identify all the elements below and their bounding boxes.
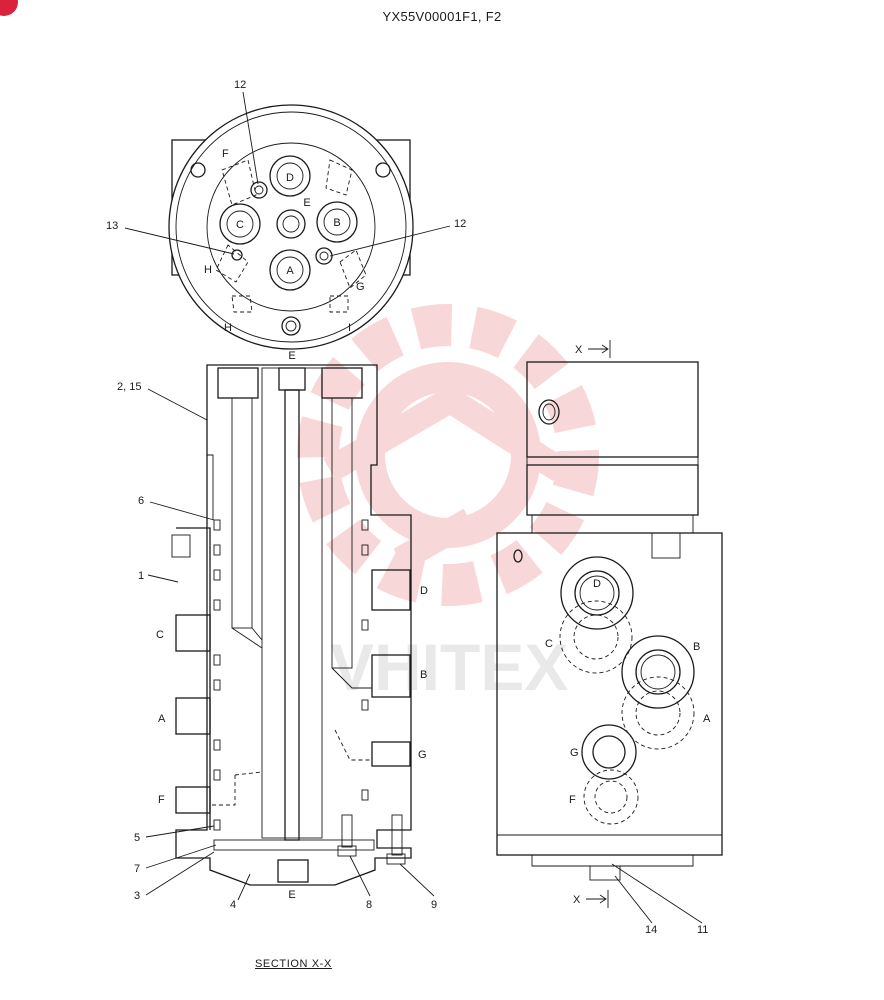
top-port-c: C	[236, 219, 244, 231]
front-label-e-top: E	[288, 350, 295, 362]
leader-12-top	[242, 91, 259, 185]
front-label-d: D	[420, 585, 428, 597]
callout-5: 5	[134, 832, 140, 844]
leader-9	[399, 863, 435, 897]
callout-2-15: 2, 15	[117, 381, 141, 393]
callout-13: 13	[106, 220, 118, 232]
leader-8	[349, 855, 371, 897]
top-port-d: D	[286, 172, 294, 184]
section-marker-bottom: X	[573, 894, 581, 906]
leader-11	[611, 863, 703, 924]
front-label-a: A	[158, 713, 166, 725]
side-port-d: D	[593, 578, 601, 590]
leader-14	[614, 875, 653, 924]
front-label-e-bottom: E	[288, 889, 295, 901]
leader-6	[149, 501, 215, 521]
page-title: YX55V00001F1, F2	[382, 9, 502, 24]
side-port-f: F	[569, 794, 576, 806]
front-section	[171, 364, 412, 886]
top-letter-h-inner: H	[204, 264, 212, 276]
section-marker-top: X	[575, 344, 583, 356]
side-port-b: B	[693, 641, 700, 653]
callout-7: 7	[134, 863, 140, 875]
callout-12-right: 12	[454, 218, 466, 230]
side-port-a: A	[703, 713, 711, 725]
leader-12-right	[329, 225, 451, 257]
top-view	[168, 104, 414, 350]
corner-badge	[0, 0, 18, 16]
callout-6: 6	[138, 495, 144, 507]
leader-5	[145, 825, 215, 838]
front-label-c: C	[156, 629, 164, 641]
top-port-e: E	[303, 197, 310, 209]
front-label-g: G	[418, 749, 427, 761]
leader-1	[147, 574, 179, 583]
callout-9: 9	[431, 899, 437, 911]
callout-8: 8	[366, 899, 372, 911]
side-view	[496, 340, 723, 908]
top-port-a: A	[286, 265, 294, 277]
leader-3	[145, 851, 215, 896]
section-caption: SECTION X-X	[255, 958, 332, 970]
callout-14: 14	[645, 924, 657, 936]
side-port-c: C	[545, 638, 553, 650]
callout-3: 3	[134, 890, 140, 902]
top-letter-f: F	[222, 148, 229, 160]
top-letter-h-outer: H	[224, 322, 232, 334]
callout-11: 11	[697, 924, 708, 936]
leader-4	[237, 873, 251, 901]
watermark-text: VHITEX	[330, 630, 568, 704]
top-letter-i: I	[348, 322, 351, 334]
side-port-g: G	[570, 747, 579, 759]
front-label-f: F	[158, 794, 165, 806]
leader-7	[145, 844, 217, 869]
top-port-b: B	[333, 217, 340, 229]
callout-1: 1	[138, 570, 144, 582]
front-label-b: B	[420, 669, 427, 681]
callout-12-top: 12	[234, 79, 246, 91]
top-letter-g: G	[356, 281, 365, 293]
callout-4: 4	[230, 899, 236, 911]
watermark-gear	[297, 304, 599, 606]
leader-13	[124, 227, 235, 255]
leader-2-15	[147, 388, 208, 421]
